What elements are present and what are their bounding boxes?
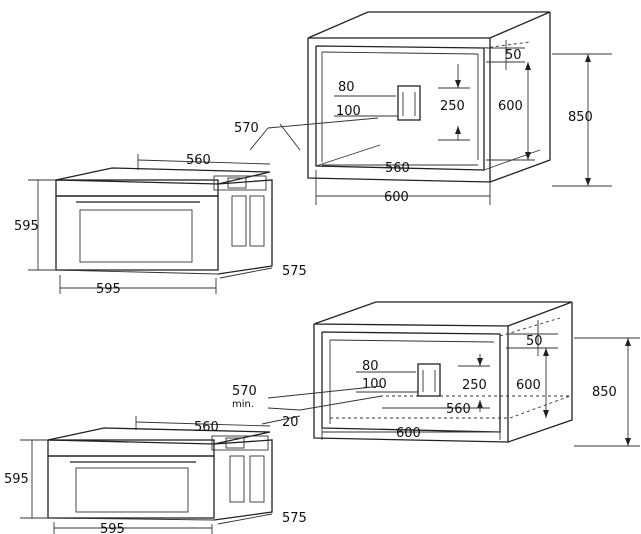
top-cabinet-dimensions: 850 50 600 80 100 250 570 560: [234, 40, 612, 205]
bottom-oven: [47, 427, 273, 521]
bottom-cabinet-depth-note: min.: [232, 399, 254, 410]
top-oven: [55, 167, 273, 275]
bottom-oven-dimensions: 560 595 595 575: [4, 416, 307, 534]
bottom-socket-top-label: 80: [362, 359, 379, 374]
top-cabinet-depth-label: 570: [234, 121, 259, 136]
bottom-cabinet-height-label: 850: [592, 385, 617, 400]
top-oven-dimensions: 560 595 595 575: [14, 153, 307, 297]
bottom-oven-depth-top-label: 560: [194, 420, 219, 435]
top-oven-height-label: 595: [14, 219, 39, 234]
bottom-cabinet-width-label: 600: [396, 426, 421, 441]
top-cabinet-width-label: 600: [384, 190, 409, 205]
top-socket-top-label: 80: [338, 80, 355, 95]
bottom-socket-height-label: 250: [462, 378, 487, 393]
top-socket-side-label: 100: [336, 104, 361, 119]
bottom-oven-height-label: 595: [4, 472, 29, 487]
bottom-oven-width-label: 595: [100, 522, 125, 534]
bottom-cabinet-depth-label: 570: [232, 384, 257, 399]
bottom-cabinet: [313, 301, 573, 443]
bottom-cabinet-opening-height-label: 600: [516, 378, 541, 393]
top-cabinet-opening-height-label: 600: [498, 99, 523, 114]
top-socket-height-label: 250: [440, 99, 465, 114]
top-cabinet-height-label: 850: [568, 110, 593, 125]
top-oven-depth-label: 575: [282, 264, 307, 279]
bottom-socket-side-label: 100: [362, 377, 387, 392]
bottom-cabinet-top-gap-label: 50: [526, 334, 543, 349]
bottom-cabinet-dimensions: 850 50 600 80 100 250 560 600: [232, 320, 640, 447]
top-cabinet-opening-width-label: 560: [385, 161, 410, 176]
bottom-oven-depth-label: 575: [282, 511, 307, 526]
top-cabinet: [307, 11, 551, 183]
top-cabinet-top-gap-label: 50: [505, 48, 522, 63]
bottom-cabinet-opening-width-label: 560: [446, 402, 471, 417]
top-oven-depth-top-label: 560: [186, 153, 211, 168]
bottom-cabinet-back-gap-label: 20: [282, 415, 299, 430]
top-oven-width-label: 595: [96, 282, 121, 297]
